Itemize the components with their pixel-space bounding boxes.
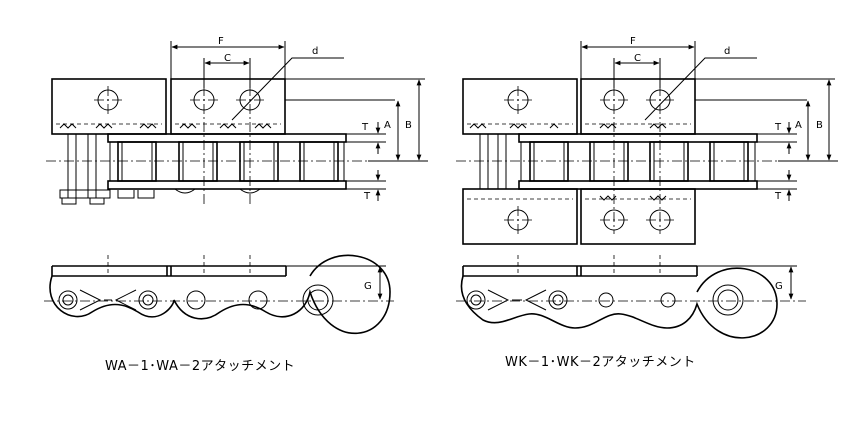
wk-roller: [529, 141, 749, 182]
wa-attachment-top-view: F C d A B T T: [46, 36, 428, 206]
wk-plate-bend-line: [467, 123, 691, 200]
wa-d-leader: [231, 57, 344, 121]
wa-pin-head: [59, 189, 111, 199]
wa-attachment-side-view: G WA－1･WA－2アタッチメント: [44, 254, 394, 374]
wk-side-pin: [466, 284, 744, 316]
wa-plate-hole: [94, 86, 264, 206]
wa-plate-right: [170, 78, 286, 135]
wa-plate-serration: [59, 123, 272, 129]
wk-label-b: B: [816, 120, 823, 131]
wa-label-b: B: [405, 120, 412, 131]
wa-cotter: [61, 190, 155, 205]
wk-label-c: C: [634, 53, 641, 64]
wa-side-pin: [58, 284, 334, 316]
wk-label-a: A: [795, 120, 802, 131]
wa-outer-link-top: [107, 133, 347, 143]
wk-label-t-top: T: [774, 122, 782, 133]
wa-label-c: C: [224, 53, 231, 64]
wk-plate-bottom-left: [462, 188, 578, 245]
wk-plate-bottom-right: [580, 188, 696, 245]
wa-label-f: F: [218, 36, 224, 47]
wk-label-g: G: [775, 281, 783, 292]
wa-roller: [117, 141, 339, 182]
wk-dimensions: [580, 41, 838, 201]
wa-pin: [67, 134, 97, 198]
wk-side-cotter: [487, 289, 547, 311]
wa-side-cotter: [79, 289, 137, 311]
wk-plate-top-right: [580, 78, 696, 135]
wk-outer-link-top: [518, 133, 758, 143]
wa-outer-link-bottom: [107, 180, 347, 190]
wk-d-leader: [644, 57, 757, 121]
wk-label-t-bottom: T: [774, 191, 782, 202]
wa-label-d: d: [312, 46, 318, 57]
wa-label-t-top: T: [361, 122, 369, 133]
wa-caption: WA－1･WA－2アタッチメント: [105, 359, 295, 374]
wa-label-g: G: [364, 281, 372, 292]
wa-side-profile: [49, 254, 391, 335]
wa-side-hidden: [107, 255, 251, 275]
wa-dimensions: [170, 41, 428, 201]
wk-side-profile: [460, 267, 778, 339]
wk-outer-link-bottom: [518, 180, 758, 190]
wk-caption: WK－1･WK－2アタッチメント: [505, 355, 696, 370]
wk-attachment-side-view: G WK－1･WK－2アタッチメント: [456, 255, 806, 370]
wk-plate-hole: [504, 86, 674, 234]
wk-label-d: d: [724, 46, 730, 57]
wa-label-t-bottom: T: [363, 191, 371, 202]
wk-side-plate: [462, 265, 698, 277]
wk-inner-body: [520, 141, 756, 182]
wa-plate-left: [51, 78, 167, 135]
wa-clip: [174, 188, 261, 194]
wk-pin: [479, 134, 507, 189]
wk-side-hidden: [517, 255, 661, 275]
wk-label-f: F: [630, 36, 636, 47]
wk-plate-serration: [469, 123, 667, 201]
wa-label-a: A: [384, 120, 391, 131]
wk-attachment-top-view: F C d A B T T: [456, 36, 838, 245]
wa-inner-body: [109, 141, 345, 182]
wa-side-plate: [51, 265, 287, 277]
